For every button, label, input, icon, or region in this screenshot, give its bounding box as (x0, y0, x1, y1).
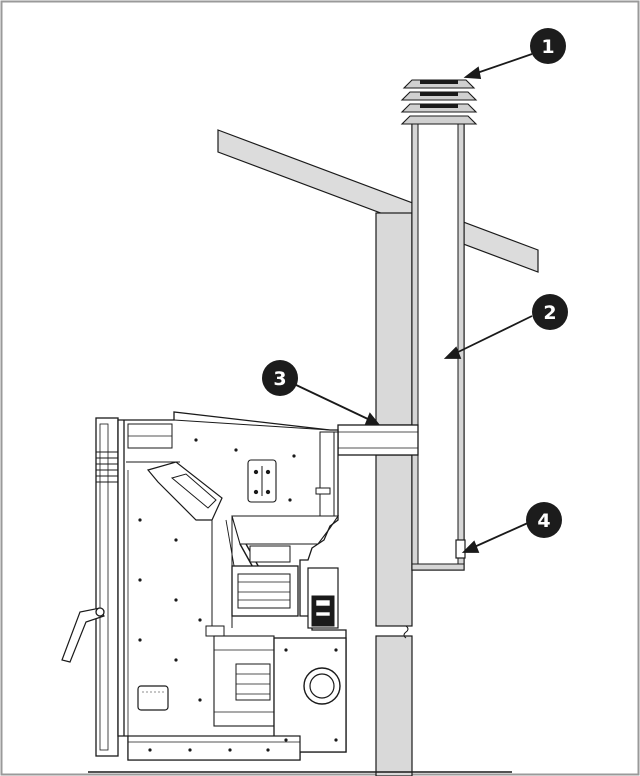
pellet-stove (61, 411, 347, 761)
callout-2: 2 (532, 294, 568, 330)
callout-4: 4 (526, 502, 562, 538)
leader-lines (293, 53, 533, 553)
callout-2-number: 2 (543, 302, 556, 324)
wall-thimble (337, 424, 419, 456)
callout-3: 3 (262, 360, 298, 396)
flue-pipe (411, 123, 465, 571)
cleanout-cap (455, 539, 466, 559)
callout-4-number: 4 (537, 510, 550, 532)
stove-rivets (138, 438, 338, 752)
callout-1: 1 (530, 28, 566, 64)
callout-3-number: 3 (273, 368, 286, 390)
house-wall (375, 212, 413, 776)
callout-1-number: 1 (541, 36, 554, 58)
chimney-cap (400, 79, 478, 125)
